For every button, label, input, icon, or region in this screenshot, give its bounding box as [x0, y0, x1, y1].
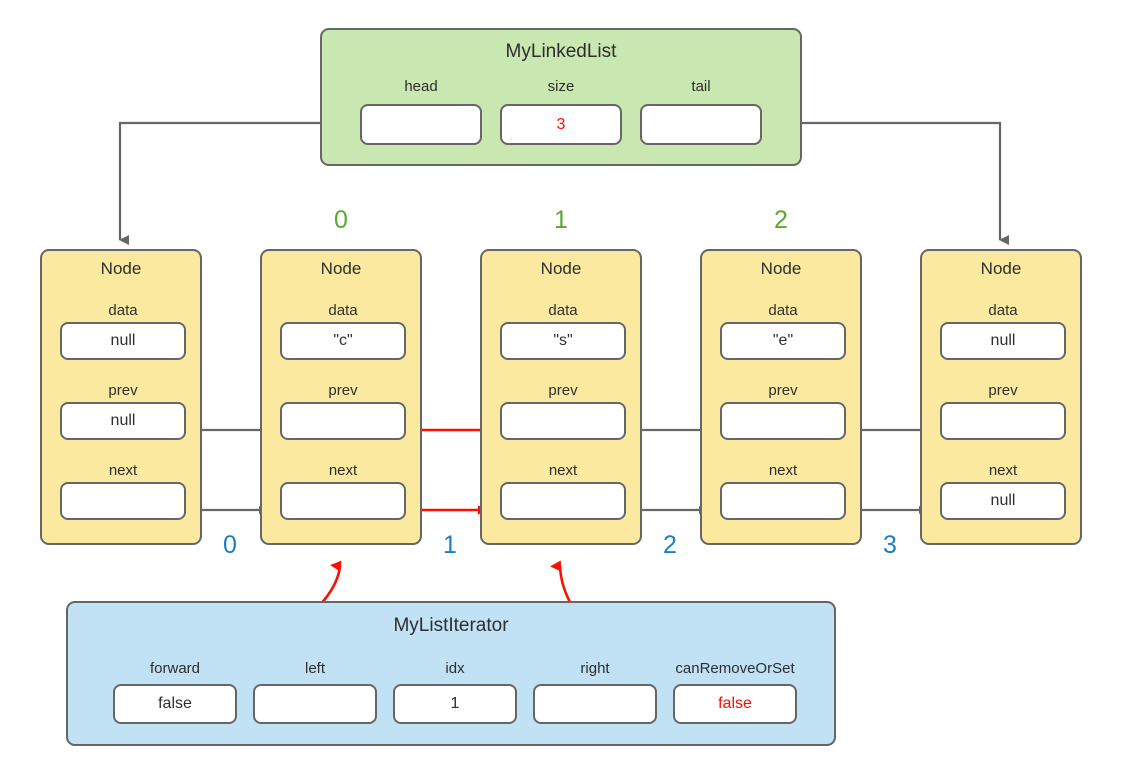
node-3-data-value[interactable]: "e"	[720, 322, 846, 360]
node-4-title: Node	[980, 259, 1022, 278]
iterator-field-forward-value[interactable]: false	[113, 684, 237, 724]
node-0-data-value[interactable]: null	[60, 322, 186, 360]
element-index-2: 2	[774, 206, 788, 234]
node-1-title: Node	[320, 259, 362, 278]
iterator-position-3: 3	[883, 531, 897, 559]
node-0-next-value[interactable]	[60, 482, 186, 520]
node-4-next-label: next	[988, 462, 1018, 479]
field-tail-value[interactable]	[640, 104, 762, 145]
node-0-title: Node	[100, 259, 142, 278]
node-3-next-label: next	[768, 462, 798, 479]
node-3-data-label: data	[768, 302, 798, 319]
node-4-data-value[interactable]: null	[940, 322, 1066, 360]
node-3-next-value[interactable]	[720, 482, 846, 520]
node-1-next-label: next	[328, 462, 358, 479]
iterator-field-left-label: left	[304, 660, 325, 677]
mylistiterator-box: MyListIterator forward false left idx 1 …	[66, 601, 836, 746]
iterator-field-left-value[interactable]	[253, 684, 377, 724]
node-2: Node data "s" prev next	[480, 249, 642, 545]
iterator-field-right-label: right	[580, 660, 610, 677]
iterator-field-canremoveorset-value[interactable]: false	[673, 684, 797, 724]
field-tail-label: tail	[691, 78, 711, 95]
node-0-prev-value[interactable]: null	[60, 402, 186, 440]
node-1: Node data "c" prev next	[260, 249, 422, 545]
node-0-next-label: next	[108, 462, 138, 479]
node-2-data-label: data	[548, 302, 578, 319]
node-2-data-value[interactable]: "s"	[500, 322, 626, 360]
node-1-data-label: data	[328, 302, 358, 319]
node-4-prev-label: prev	[988, 382, 1018, 399]
node-4-next-value[interactable]: null	[940, 482, 1066, 520]
node-2-title: Node	[540, 259, 582, 278]
field-head-label: head	[404, 78, 438, 95]
node-0-prev-label: prev	[108, 382, 138, 399]
iterator-field-forward-label: forward	[149, 660, 201, 677]
mylistiterator-title: MyListIterator	[393, 615, 509, 636]
node-2-next-label: next	[548, 462, 578, 479]
node-4: Node data null prev next null	[920, 249, 1082, 545]
node-2-next-value[interactable]	[500, 482, 626, 520]
element-index-1: 1	[554, 206, 568, 234]
field-size-label: size	[547, 78, 575, 95]
iterator-field-idx-value[interactable]: 1	[393, 684, 517, 724]
element-index-0: 0	[334, 206, 348, 234]
iterator-position-2: 2	[663, 531, 677, 559]
node-2-prev-value[interactable]	[500, 402, 626, 440]
mylinkedlist-box: MyLinkedList head size 3 tail	[320, 28, 802, 166]
node-1-data-value[interactable]: "c"	[280, 322, 406, 360]
field-size-value[interactable]: 3	[500, 104, 622, 145]
iterator-field-canremoveorset-label: canRemoveOrSet	[675, 660, 795, 677]
iterator-position-0: 0	[223, 531, 237, 559]
node-1-next-value[interactable]	[280, 482, 406, 520]
node-4-prev-value[interactable]	[940, 402, 1066, 440]
node-1-prev-value[interactable]	[280, 402, 406, 440]
node-2-prev-label: prev	[548, 382, 578, 399]
field-head-value[interactable]	[360, 104, 482, 145]
node-0-data-label: data	[108, 302, 138, 319]
iterator-position-1: 1	[443, 531, 457, 559]
iterator-field-idx-label: idx	[445, 660, 465, 677]
node-3-title: Node	[760, 259, 802, 278]
node-0: Node data null prev null next	[40, 249, 202, 545]
node-1-prev-label: prev	[328, 382, 358, 399]
node-3-prev-label: prev	[768, 382, 798, 399]
node-3: Node data "e" prev next	[700, 249, 862, 545]
node-3-prev-value[interactable]	[720, 402, 846, 440]
mylinkedlist-title: MyLinkedList	[505, 41, 617, 62]
node-4-data-label: data	[988, 302, 1018, 319]
iterator-field-right-value[interactable]	[533, 684, 657, 724]
